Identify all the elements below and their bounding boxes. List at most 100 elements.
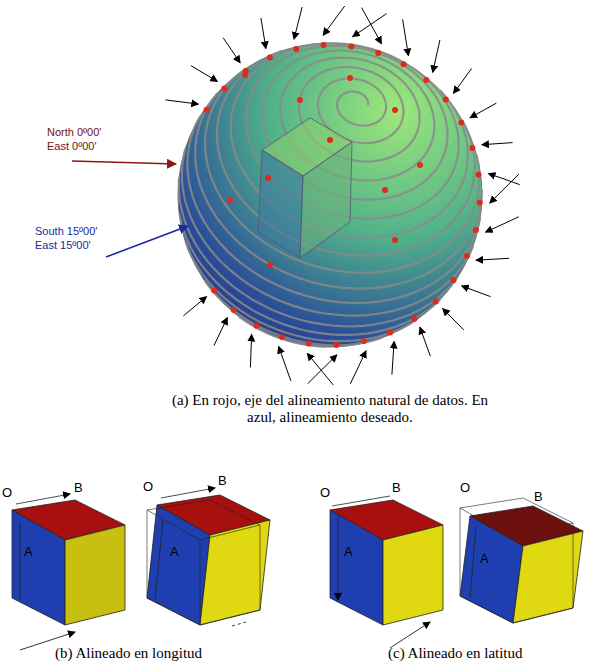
data-point — [265, 175, 271, 181]
inward-arrow — [489, 174, 520, 185]
center-cube — [258, 118, 352, 258]
data-point — [227, 197, 233, 203]
data-points — [204, 42, 483, 348]
data-point — [279, 334, 285, 340]
data-point — [473, 227, 479, 233]
inward-arrow — [403, 19, 409, 55]
data-point — [458, 120, 464, 126]
vertex-label: O — [143, 480, 153, 495]
inward-arrow — [476, 258, 509, 260]
data-point — [476, 172, 482, 178]
inward-arrow — [191, 66, 217, 82]
desired-axis-arrow — [106, 226, 188, 257]
vertex-label: A — [170, 545, 179, 560]
sphere — [178, 43, 482, 347]
coordinate-label: East 0º00' — [47, 140, 97, 153]
data-point — [242, 72, 248, 78]
data-point — [464, 253, 470, 259]
caption: (a) En rojo, eje del alineamiento natura… — [165, 392, 495, 427]
vertex-label: A — [480, 552, 489, 567]
data-point — [267, 55, 273, 61]
inward-arrow — [443, 309, 464, 330]
inward-arrows — [166, 6, 520, 385]
vertex-label: B — [392, 481, 401, 496]
data-point — [321, 42, 327, 48]
coordinate-label: North 0º00' — [47, 126, 101, 139]
data-point — [450, 277, 456, 283]
vertex-label: B — [74, 481, 83, 496]
data-point — [375, 50, 381, 56]
data-point — [411, 316, 417, 322]
vertex-label: O — [460, 481, 470, 496]
inward-arrow — [490, 174, 519, 203]
data-point — [348, 44, 354, 50]
spiral-line — [179, 43, 482, 347]
data-point — [221, 86, 227, 92]
data-point — [417, 162, 423, 168]
data-point — [382, 187, 388, 193]
data-point — [361, 338, 367, 344]
data-point — [423, 77, 429, 83]
inward-arrow — [250, 335, 251, 368]
data-point — [333, 342, 339, 348]
coordinate-label: East 15º00' — [35, 239, 91, 252]
data-point — [211, 287, 217, 293]
data-point — [204, 107, 210, 113]
vertex-label: A — [24, 545, 33, 560]
inward-arrow — [214, 318, 227, 346]
spiral-lines — [179, 43, 482, 347]
inward-arrow — [433, 40, 440, 72]
inward-arrow — [323, 6, 345, 35]
inward-arrow — [223, 38, 240, 63]
data-point — [293, 46, 299, 52]
sub-caption: (b) Alineado en longitud — [55, 645, 202, 662]
inward-arrow — [392, 342, 394, 375]
motion-arrow — [390, 622, 430, 648]
data-point — [477, 200, 483, 206]
inward-arrow — [482, 143, 513, 145]
data-point — [267, 262, 273, 268]
inward-arrow — [362, 8, 382, 44]
data-point — [327, 137, 333, 143]
data-point — [254, 323, 260, 329]
inward-arrow — [307, 353, 333, 385]
sheared-cube — [460, 498, 583, 623]
inward-arrow — [454, 68, 472, 93]
data-point — [401, 61, 407, 67]
motion-arrow — [232, 622, 246, 626]
inward-arrow — [183, 297, 206, 316]
vertex-label: O — [320, 486, 330, 501]
inward-arrow — [261, 18, 266, 48]
sub-caption: (c) Alineado en latitud — [388, 645, 523, 662]
inward-arrow — [420, 327, 431, 356]
data-point — [306, 341, 312, 347]
inward-arrow — [350, 351, 366, 384]
data-point — [469, 145, 475, 151]
data-point — [392, 237, 398, 243]
cube — [330, 496, 443, 625]
vertex-label: A — [344, 545, 353, 560]
inward-arrow — [462, 286, 491, 297]
natural-axis-arrow — [72, 161, 176, 164]
inward-arrow — [353, 14, 387, 37]
data-point — [392, 107, 398, 113]
vertex-label: O — [2, 486, 12, 501]
inward-arrow — [470, 103, 496, 118]
inward-arrow — [279, 347, 291, 381]
coordinate-label: South 15º00' — [35, 225, 97, 238]
data-point — [387, 329, 393, 335]
inward-arrow — [486, 217, 519, 232]
data-point — [433, 299, 439, 305]
data-point — [347, 75, 353, 81]
vertex-label: B — [534, 490, 543, 505]
inward-arrow — [166, 100, 199, 104]
vertex-label: B — [218, 474, 227, 489]
sheared-cube — [147, 488, 270, 625]
inward-arrow — [294, 7, 302, 39]
cube — [12, 494, 125, 625]
data-point — [297, 97, 303, 103]
data-point — [443, 97, 449, 103]
data-point — [231, 307, 237, 313]
